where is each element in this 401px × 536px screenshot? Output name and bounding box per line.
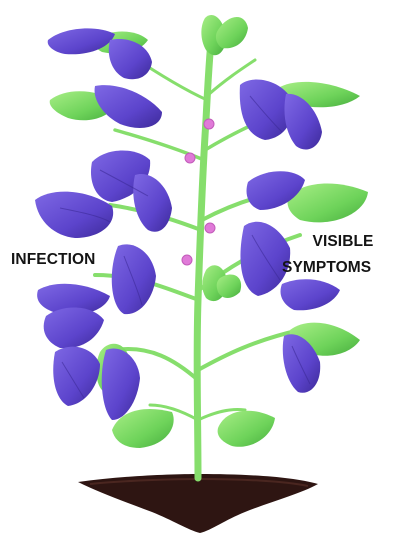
- purple-leaf: [109, 39, 152, 79]
- purple-leaf: [35, 192, 113, 238]
- purple-leaf: [102, 348, 140, 420]
- visible-symptoms-label-line2: SYMPTOMS: [282, 259, 371, 277]
- soil-mound: [78, 474, 318, 533]
- infection-label: INFECTION: [11, 251, 95, 269]
- purple-leaf: [112, 244, 156, 314]
- flower-bud: [182, 255, 192, 265]
- purple-leaf: [281, 279, 341, 310]
- visible-symptoms-label-line1: VISIBLE: [303, 233, 383, 251]
- purple-leaf: [44, 307, 104, 348]
- flower-bud: [185, 153, 195, 163]
- flower-bud: [204, 119, 214, 129]
- purple-leaf: [95, 85, 162, 128]
- purple-leaf: [133, 174, 172, 232]
- flower-bud: [205, 223, 215, 233]
- green-leaf: [218, 411, 275, 447]
- green-leaf: [217, 274, 241, 298]
- purple-leaf: [53, 347, 100, 406]
